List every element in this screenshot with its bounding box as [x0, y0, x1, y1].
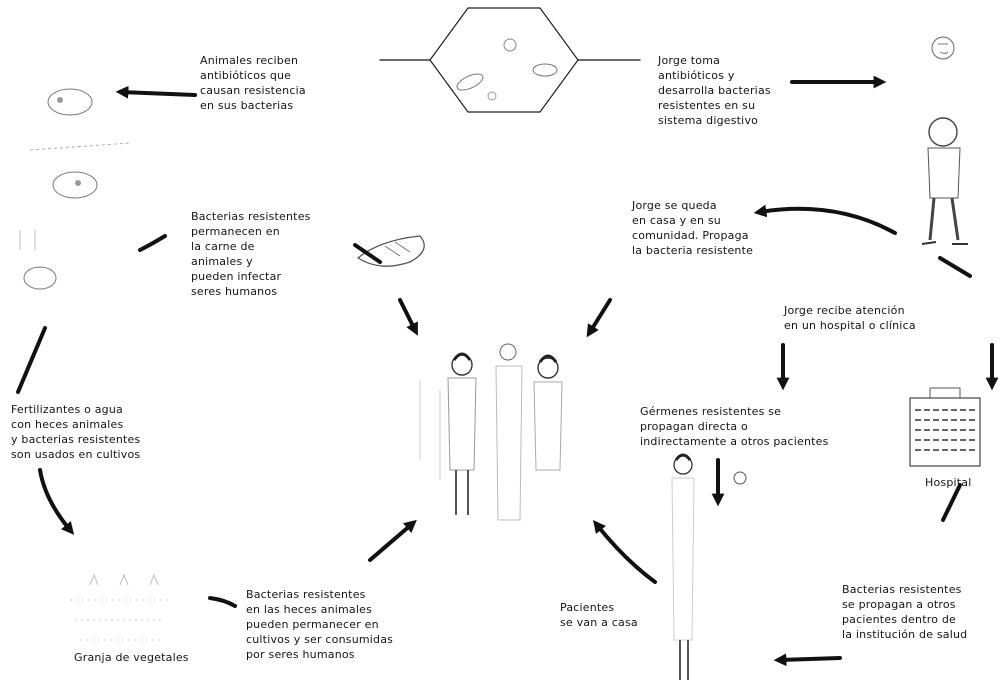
jorge-home-caption: Jorge se queda en casa y en su comunidad… [632, 199, 754, 257]
patients-home-caption: Pacientes se van a casa [560, 601, 638, 629]
meat-bacteria-caption: Bacterias resistentes permanecen en la c… [191, 210, 311, 298]
antibiotic-hexagon-icon [429, 7, 579, 113]
feces-crops-caption: Bacterias resistentes en las heces anima… [246, 588, 394, 661]
jorge-takes-antibiotics-caption: Jorge toma antibióticos y desarrolla bac… [658, 54, 771, 127]
vegetable-farm-label: Granja de vegetales [74, 651, 189, 664]
animal-farm-icon [19, 88, 131, 290]
jorge-hospital-caption: Jorge recibe atención en un hospital o c… [784, 304, 916, 332]
meat-icon [356, 235, 425, 267]
fertilizer-caption: Fertilizantes o agua con heces animales … [11, 403, 141, 461]
hospital-building-icon [909, 387, 981, 467]
vegetable-farm-icon [70, 573, 170, 641]
person-icon [671, 453, 747, 680]
animals-antibiotics-caption: Animales reciben antibióticos que causan… [200, 54, 306, 112]
hospital-spread-caption: Bacterias resistentes se propagan a otro… [842, 583, 968, 641]
germs-spread-caption: Gérmenes resistentes se propagan directa… [640, 405, 829, 448]
person-icon [921, 36, 968, 245]
hospital-label: Hospital [925, 476, 972, 489]
people-group-icon [419, 343, 563, 521]
flow-arrows [16, 59, 999, 667]
